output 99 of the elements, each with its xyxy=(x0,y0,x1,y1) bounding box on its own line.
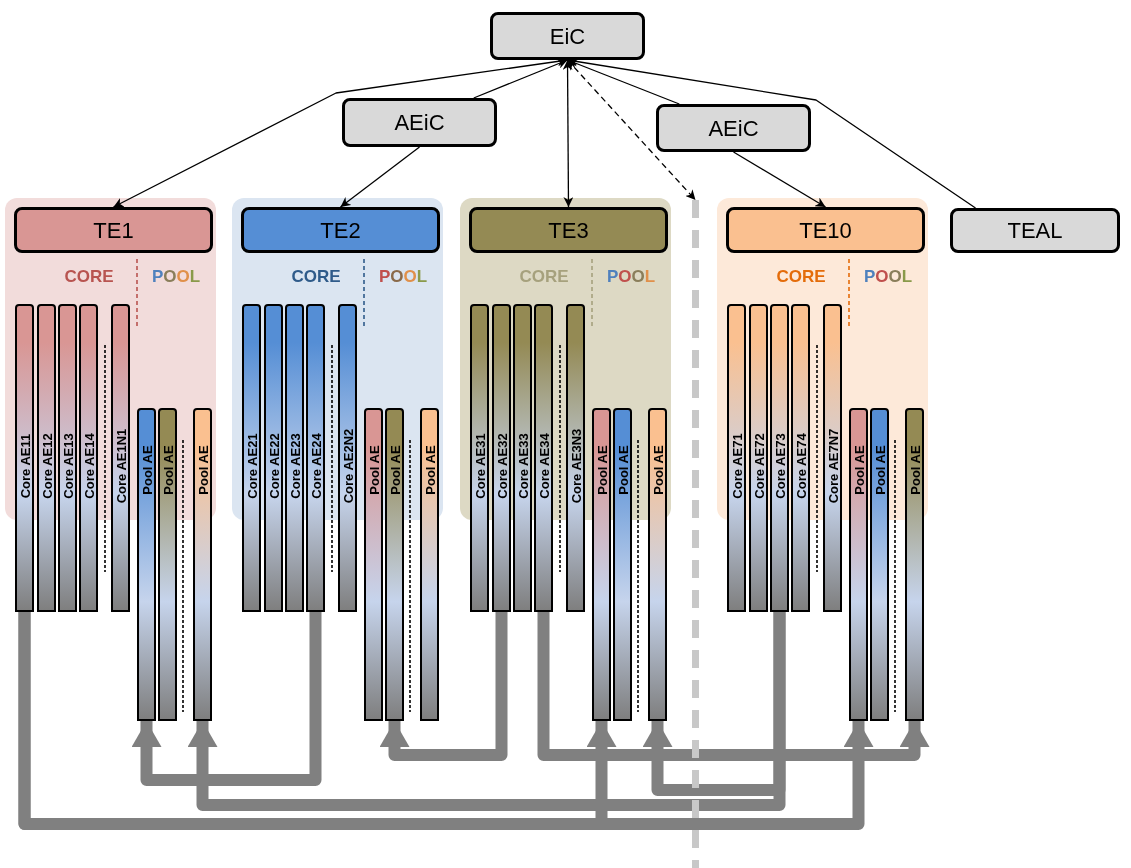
bar-label: Pool AE xyxy=(852,445,865,495)
arrow xyxy=(473,59,569,99)
bar-label: Pool AE xyxy=(908,445,921,495)
bar-label: Pool AE xyxy=(196,445,209,495)
bar-label: Core AE13 xyxy=(61,433,74,499)
box-label: AEiC xyxy=(394,109,445,137)
box-label: TE10 xyxy=(799,216,852,245)
bar-label: Pool AE xyxy=(140,445,153,495)
bar-label: Core AE1N1 xyxy=(114,428,127,504)
section-label: CORE xyxy=(518,266,570,288)
bar-label: Pool AE xyxy=(388,445,401,495)
core-bar xyxy=(264,304,283,612)
arrow xyxy=(732,151,827,208)
bar-label: Core AE32 xyxy=(495,433,508,499)
bar-label: Core AE21 xyxy=(245,433,258,499)
core-bar xyxy=(37,304,56,612)
bar-label: Core AE71 xyxy=(730,433,743,499)
section-label: CORE xyxy=(775,266,827,288)
core-bar xyxy=(770,304,789,612)
role-box xyxy=(490,12,645,60)
header-box xyxy=(469,207,668,253)
thick-arrow xyxy=(187,612,786,811)
bar-label: Core AE2N2 xyxy=(341,428,354,504)
bar-label: Pool AE xyxy=(651,445,664,495)
thick-arrow xyxy=(537,612,930,761)
bar-label: Core AE34 xyxy=(537,433,550,499)
core-bar xyxy=(111,304,130,612)
bar-label: Core AE74 xyxy=(794,433,807,499)
role-box xyxy=(342,98,497,147)
header-box xyxy=(241,207,440,253)
pool-bar xyxy=(849,408,868,721)
box-label: AEiC xyxy=(708,114,759,143)
bar-label: Pool AE xyxy=(873,445,886,495)
core-bar xyxy=(306,304,325,612)
core-bar xyxy=(285,304,304,612)
bar-label: Core AE73 xyxy=(773,433,786,499)
core-bar xyxy=(749,304,768,612)
arrow xyxy=(562,59,574,208)
section-label: POOL xyxy=(150,266,202,288)
bar-label: Pool AE xyxy=(423,445,436,495)
core-bar xyxy=(727,304,746,612)
bar-label: Pool AE xyxy=(616,445,629,495)
bar-label: Pool AE xyxy=(595,445,608,495)
bar-label: Core AE12 xyxy=(40,433,53,499)
pool-bar xyxy=(385,408,404,721)
role-box xyxy=(656,104,811,152)
core-bar xyxy=(15,304,34,612)
section-label: CORE xyxy=(63,266,115,288)
thick-arrow xyxy=(379,612,508,761)
core-bar xyxy=(823,304,842,612)
bar-label: Core AE22 xyxy=(267,433,280,499)
pool-bar xyxy=(364,408,383,721)
core-bar xyxy=(338,304,357,612)
bar-label: Core AE3N3 xyxy=(569,428,582,504)
bar-label: Pool AE xyxy=(161,445,174,495)
pool-bar xyxy=(648,408,667,721)
box-label: EiC xyxy=(549,22,586,51)
pool-bar xyxy=(613,408,632,721)
pool-bar xyxy=(870,408,889,721)
header-box xyxy=(726,207,925,253)
bar-label: Core AE23 xyxy=(288,433,301,499)
box-label: TE1 xyxy=(93,216,134,245)
pool-bar xyxy=(158,408,177,721)
bar-label: Core AE11 xyxy=(18,433,31,499)
divider-line xyxy=(691,200,700,868)
box-label: TE2 xyxy=(320,216,361,245)
pool-bar xyxy=(905,408,924,721)
section-label: POOL xyxy=(377,266,429,288)
core-bar xyxy=(79,304,98,612)
box-label: TE3 xyxy=(548,216,589,245)
bar-label: Pool AE xyxy=(367,445,380,495)
core-bar xyxy=(534,304,553,612)
arrow xyxy=(566,59,697,201)
bar-label: Core AE72 xyxy=(752,433,765,499)
header-box xyxy=(14,207,213,253)
core-bar xyxy=(492,304,511,612)
arrow xyxy=(339,146,421,208)
core-bar xyxy=(470,304,489,612)
core-bar xyxy=(242,304,261,612)
box-label: TEAL xyxy=(1007,217,1063,245)
core-bar xyxy=(513,304,532,612)
section-label: POOL xyxy=(605,266,657,288)
section-label: CORE xyxy=(290,266,342,288)
core-bar xyxy=(791,304,810,612)
core-bar xyxy=(58,304,77,612)
role-box xyxy=(950,208,1120,253)
core-bar xyxy=(566,304,585,612)
bar-label: Core AE14 xyxy=(82,433,95,499)
thick-arrow xyxy=(18,612,617,830)
bar-label: Core AE31 xyxy=(473,433,486,499)
thick-arrow xyxy=(131,612,322,786)
pool-bar xyxy=(592,408,611,721)
section-label: POOL xyxy=(862,266,914,288)
bar-label: Core AE24 xyxy=(309,433,322,499)
pool-bar xyxy=(420,408,439,721)
pool-bar xyxy=(137,408,156,721)
bar-label: Core AE33 xyxy=(516,433,529,499)
pool-bar xyxy=(193,408,212,721)
bar-label: Core AE7N7 xyxy=(826,428,839,504)
